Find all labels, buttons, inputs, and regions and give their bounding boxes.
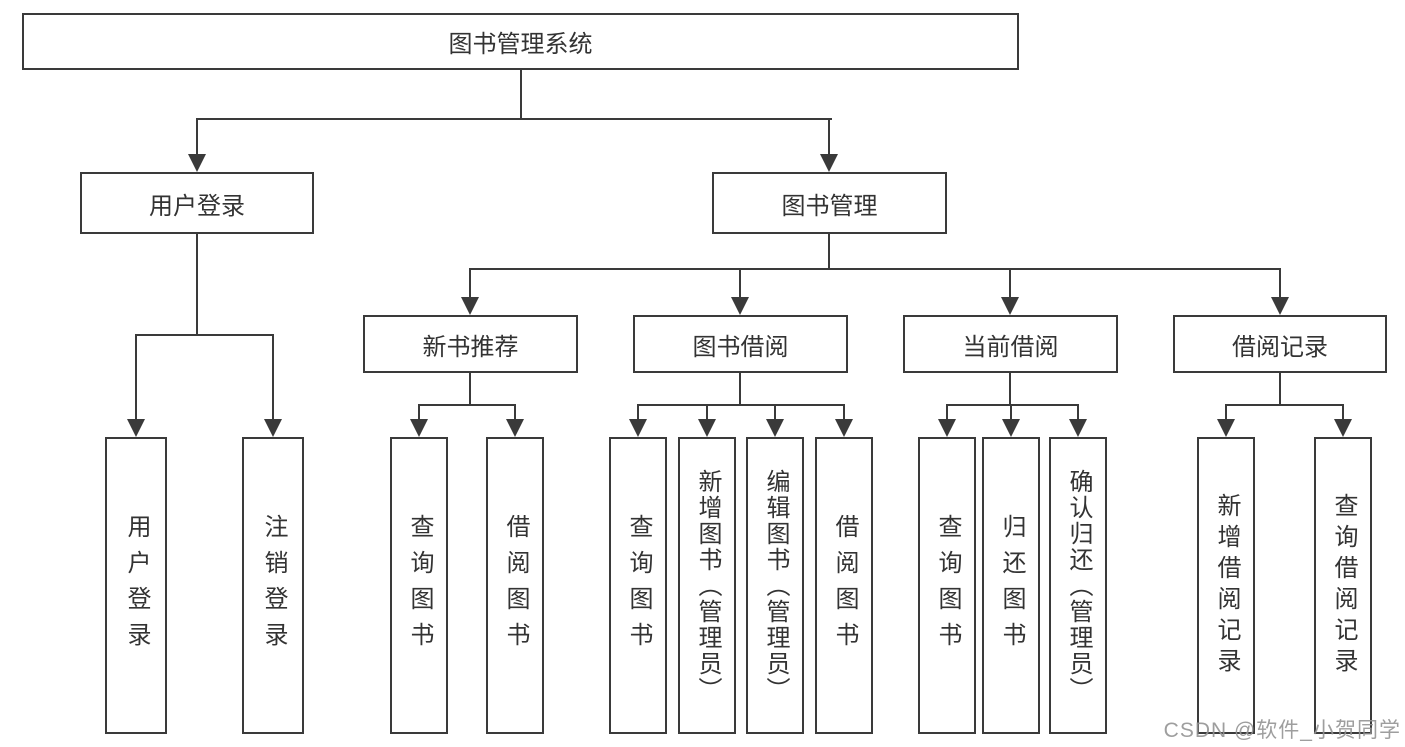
node-records-query-record: 查询借阅记录 — [1314, 437, 1372, 734]
node-current-confirm-return: 确认归还（管理员） — [1049, 437, 1107, 734]
node-current-borrow: 当前借阅 — [903, 315, 1118, 373]
arrowhead-borrow-edit — [766, 419, 784, 437]
arrowhead-borrow-borrow — [835, 419, 853, 437]
node-borrow-edit-books-label: 编辑图书（管理员） — [762, 468, 789, 703]
connector-to-user-login — [196, 118, 198, 156]
node-current-query-books: 查询图书 — [918, 437, 976, 734]
arrowhead-borrow-records — [1271, 297, 1289, 315]
connector-new-book-recommend-stem — [469, 373, 471, 406]
node-current-return-books-label: 归还图书 — [998, 513, 1025, 658]
connector-to-book-management — [828, 118, 830, 156]
connector-to-current-query — [946, 404, 948, 421]
node-book-borrow: 图书借阅 — [633, 315, 848, 373]
connector-to-logout-leaf — [272, 334, 274, 421]
node-user-login-leaf: 用户登录 — [105, 437, 167, 734]
node-borrow-query-books-label: 查询图书 — [625, 513, 652, 658]
connector-user-login-split — [135, 334, 274, 336]
node-records-query-record-label: 查询借阅记录 — [1330, 492, 1357, 679]
connector-to-borrow-borrow — [843, 404, 845, 421]
arrowhead-current-return — [1002, 419, 1020, 437]
node-current-borrow-label: 当前借阅 — [962, 333, 1059, 361]
csdn-watermark: CSDN @软件_小贺同学 — [1163, 719, 1401, 742]
node-records-add-record-label: 新增借阅记录 — [1213, 492, 1240, 679]
arrowhead-logout-leaf — [264, 419, 282, 437]
node-borrow-records: 借阅记录 — [1173, 315, 1387, 373]
connector-to-book-borrow — [739, 268, 741, 300]
node-borrow-query-books: 查询图书 — [609, 437, 667, 734]
node-borrow-records-label: 借阅记录 — [1232, 333, 1328, 361]
connector-to-records-add — [1225, 404, 1227, 421]
node-recommend-borrow-books: 借阅图书 — [486, 437, 544, 734]
connector-to-recommend-query — [418, 404, 420, 421]
connector-root-stem — [520, 70, 522, 120]
node-borrow-add-books-label: 新增图书（管理员） — [694, 468, 721, 703]
arrowhead-records-add — [1217, 419, 1235, 437]
arrowhead-new-book-recommend — [461, 297, 479, 315]
arrowhead-current-borrow — [1001, 297, 1019, 315]
arrowhead-records-query — [1334, 419, 1352, 437]
arrowhead-user-login — [188, 154, 206, 172]
connector-new-book-recommend-split — [418, 404, 516, 406]
connector-borrow-records-stem — [1279, 373, 1281, 406]
arrowhead-borrow-query — [629, 419, 647, 437]
node-current-confirm-return-label: 确认归还（管理员） — [1065, 468, 1092, 703]
node-logout-leaf: 注销登录 — [242, 437, 304, 734]
node-book-management-label: 图书管理 — [781, 192, 878, 220]
node-root-label: 图书管理系统 — [448, 31, 593, 58]
connector-to-borrow-records — [1279, 268, 1281, 300]
connector-book-management-stem — [828, 234, 830, 270]
connector-root-split — [196, 118, 832, 120]
node-new-book-recommend-label: 新书推荐 — [422, 333, 519, 361]
node-book-management: 图书管理 — [712, 172, 947, 234]
arrowhead-borrow-add — [698, 419, 716, 437]
node-recommend-query-books-label: 查询图书 — [406, 513, 433, 658]
connector-to-current-confirm — [1077, 404, 1079, 421]
arrowhead-current-confirm — [1069, 419, 1087, 437]
connector-to-user-login-leaf — [135, 334, 137, 421]
arrowhead-recommend-borrow — [506, 419, 524, 437]
arrowhead-recommend-query — [410, 419, 428, 437]
node-borrow-borrow-books: 借阅图书 — [815, 437, 873, 734]
connector-book-borrow-stem — [739, 373, 741, 406]
connector-to-recommend-borrow — [514, 404, 516, 421]
node-current-return-books: 归还图书 — [982, 437, 1040, 734]
node-user-login-label: 用户登录 — [149, 192, 245, 220]
node-user-login-leaf-label: 用户登录 — [123, 513, 150, 658]
connector-user-login-stem — [196, 234, 198, 336]
connector-to-borrow-add — [706, 404, 708, 421]
node-recommend-borrow-books-label: 借阅图书 — [502, 513, 529, 658]
node-recommend-query-books: 查询图书 — [390, 437, 448, 734]
connector-book-borrow-split — [637, 404, 845, 406]
node-records-add-record: 新增借阅记录 — [1197, 437, 1255, 734]
arrowhead-book-management — [820, 154, 838, 172]
node-borrow-borrow-books-label: 借阅图书 — [831, 513, 858, 658]
node-book-borrow-label: 图书借阅 — [692, 333, 789, 361]
connector-to-new-book-recommend — [469, 268, 471, 300]
connector-current-borrow-stem — [1009, 373, 1011, 406]
connector-book-management-split — [469, 268, 1281, 270]
node-logout-leaf-label: 注销登录 — [260, 513, 287, 658]
node-current-query-books-label: 查询图书 — [934, 513, 961, 658]
node-borrow-add-books: 新增图书（管理员） — [678, 437, 736, 734]
connector-to-borrow-query — [637, 404, 639, 421]
arrowhead-current-query — [938, 419, 956, 437]
node-new-book-recommend: 新书推荐 — [363, 315, 578, 373]
node-root: 图书管理系统 — [22, 13, 1019, 70]
arrowhead-book-borrow — [731, 297, 749, 315]
connector-borrow-records-split — [1225, 404, 1344, 406]
node-borrow-edit-books: 编辑图书（管理员） — [746, 437, 804, 734]
node-user-login: 用户登录 — [80, 172, 314, 234]
connector-to-current-return — [1010, 404, 1012, 421]
connector-to-current-borrow — [1009, 268, 1011, 300]
arrowhead-user-login-leaf — [127, 419, 145, 437]
connector-to-records-query — [1342, 404, 1344, 421]
connector-to-borrow-edit — [774, 404, 776, 421]
connector-current-borrow-split — [946, 404, 1079, 406]
